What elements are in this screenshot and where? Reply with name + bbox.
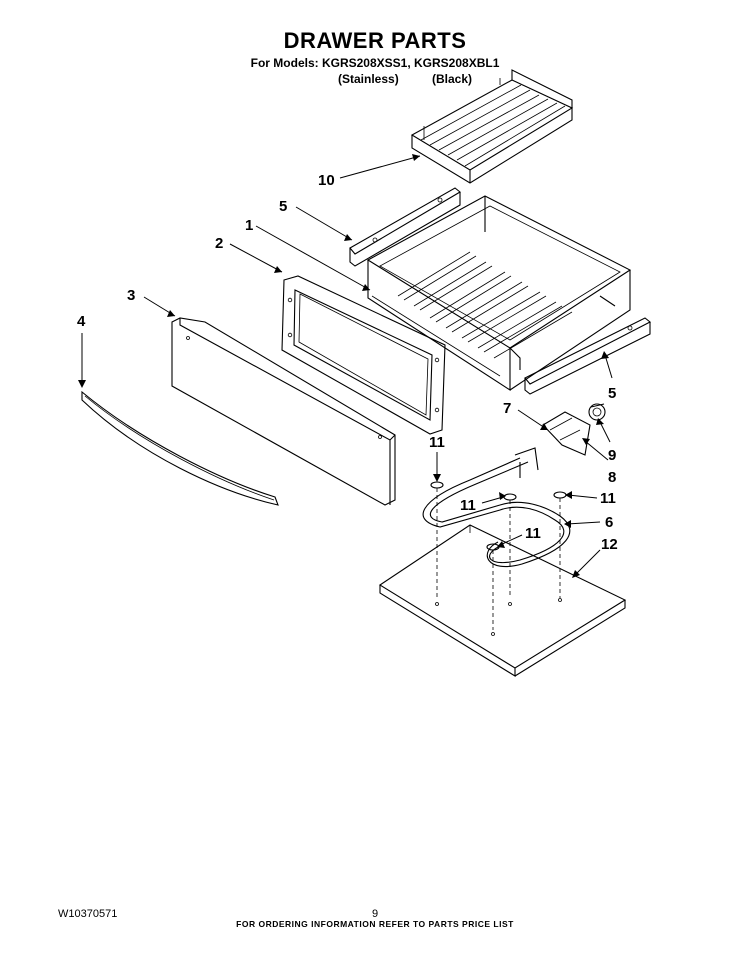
part-3-drawer-front — [171, 317, 396, 506]
page-title: DRAWER PARTS — [283, 28, 467, 53]
callout-9: 9 — [608, 447, 616, 464]
callout-7: 7 — [503, 400, 511, 417]
callout-5-upper: 5 — [279, 198, 287, 215]
part-10-wire-rack — [410, 69, 574, 184]
part-4-handle — [81, 390, 279, 506]
callout-11-center: 11 — [525, 525, 541, 542]
document-number: W10370571 — [58, 908, 118, 920]
ordering-note: FOR ORDERING INFORMATION REFER TO PARTS … — [236, 919, 514, 929]
callout-5-lower: 5 — [608, 385, 616, 402]
callout-4: 4 — [77, 313, 86, 330]
part-1-drawer-pan — [366, 195, 632, 392]
part-2-door-frame — [281, 275, 446, 435]
callout-labels: 10 5 1 2 3 4 5 7 9 8 11 11 11 6 11 12 — [77, 172, 618, 553]
part-11-standoffs — [430, 481, 567, 630]
callout-11-left: 11 — [460, 497, 476, 514]
callout-10: 10 — [318, 172, 335, 189]
callout-11-top: 11 — [429, 434, 445, 451]
page-number: 9 — [372, 908, 379, 920]
callout-8: 8 — [608, 469, 616, 486]
callout-11-right: 11 — [600, 490, 616, 507]
variant-stainless: (Stainless) — [338, 72, 399, 86]
part-6-heating-element — [422, 447, 571, 568]
callout-leaders — [78, 154, 613, 578]
variant-black: (Black) — [432, 72, 473, 86]
part-5-upper-slide — [349, 187, 461, 267]
callout-6: 6 — [605, 514, 613, 531]
part-12-bottom-panel — [378, 524, 627, 677]
models-line: For Models: KGRS208XSS1, KGRS208XBL1 — [250, 56, 500, 70]
callout-1: 1 — [245, 217, 253, 234]
callout-12: 12 — [601, 536, 618, 553]
callout-3: 3 — [127, 287, 135, 304]
part-5-lower-slide — [524, 317, 652, 395]
part-7-8-9-bracket-thermostat — [542, 403, 606, 456]
callout-2: 2 — [215, 235, 223, 252]
